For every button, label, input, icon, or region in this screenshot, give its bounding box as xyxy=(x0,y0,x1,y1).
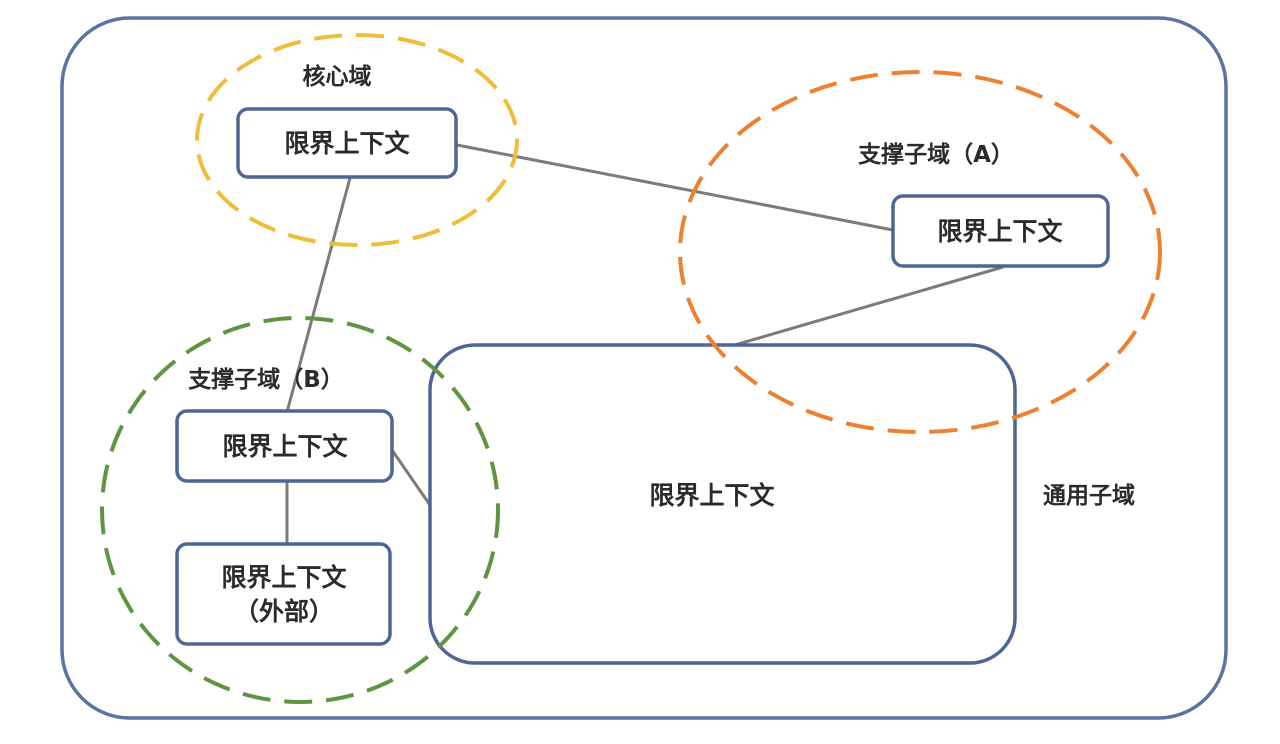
support-a-context-box xyxy=(891,194,1110,268)
generic-domain-label: 通用子域 xyxy=(1043,482,1135,509)
core-domain-label: 核心域 xyxy=(303,63,372,90)
generic-context-box xyxy=(428,343,1017,665)
support-domain-a-ellipse xyxy=(678,70,1162,434)
connector-lines xyxy=(285,143,1004,544)
connector-core-to-support-a xyxy=(456,143,894,232)
connector-core-to-support-b xyxy=(285,177,352,413)
support-a-context-label: 限界上下文 xyxy=(937,217,1063,246)
external-context-label-line2: （外部） xyxy=(234,597,334,626)
support-domain-b-label: 支撑子域（B） xyxy=(187,366,344,393)
core-context-box xyxy=(236,107,458,179)
core-domain-ellipse xyxy=(195,33,519,247)
external-context-label-line1: 限界上下文 xyxy=(221,563,347,592)
connector-support-b-to-generic xyxy=(390,449,434,509)
generic-context-label: 限界上下文 xyxy=(649,481,775,510)
support-b-context-box xyxy=(175,409,394,483)
support-b-context-label: 限界上下文 xyxy=(222,432,348,461)
core-context-label: 限界上下文 xyxy=(284,129,410,158)
support-domain-a-label: 支撑子域（A） xyxy=(857,141,1014,168)
external-context-box xyxy=(175,542,392,646)
support-domain-b-ellipse xyxy=(100,316,500,704)
system-boundary xyxy=(60,16,1228,720)
connector-support-a-to-generic xyxy=(727,265,1004,349)
